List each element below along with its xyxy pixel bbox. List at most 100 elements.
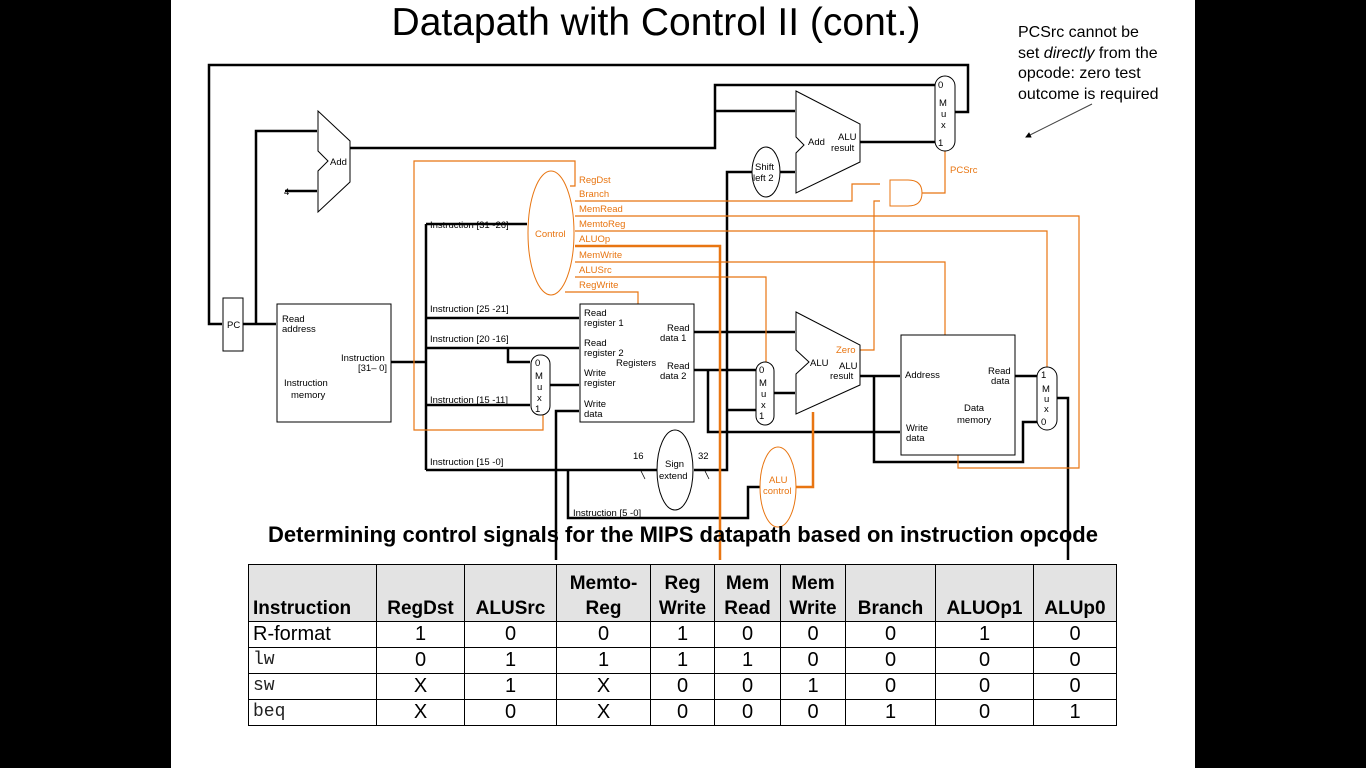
signal-value-cell: X	[376, 673, 465, 700]
svg-text:ALU: ALU	[838, 132, 857, 143]
signal-value-cell: 0	[1033, 621, 1117, 648]
constant-four: 4	[284, 187, 289, 198]
svg-text:Registers: Registers	[616, 358, 656, 369]
svg-text:MemRead: MemRead	[579, 204, 623, 215]
svg-text:M: M	[535, 371, 543, 382]
svg-text:control: control	[763, 486, 792, 497]
column-header: Branch	[845, 564, 936, 622]
svg-text:Instruction: Instruction	[341, 353, 385, 364]
branch-adder	[795, 90, 861, 194]
column-header: Memto-Reg	[556, 564, 651, 622]
instruction-cell: R-format	[248, 621, 377, 648]
svg-text:data 2: data 2	[660, 371, 686, 382]
svg-text:32: 32	[698, 451, 709, 462]
pcsrc-mux	[934, 75, 956, 152]
svg-text:ALU: ALU	[839, 361, 858, 372]
svg-text:x: x	[761, 400, 766, 411]
signal-value-cell: 0	[556, 621, 651, 648]
svg-text:Instruction [15 -11]: Instruction [15 -11]	[430, 395, 508, 406]
signal-value-cell: 1	[650, 647, 715, 674]
svg-text:1: 1	[938, 138, 943, 149]
signal-value-cell: 1	[376, 621, 465, 648]
svg-text:ALUSrc: ALUSrc	[579, 265, 612, 276]
svg-text:u: u	[761, 389, 766, 400]
signal-value-cell: 1	[464, 647, 557, 674]
shift-left-2	[751, 146, 781, 198]
svg-text:0: 0	[938, 80, 943, 91]
svg-text:x: x	[941, 120, 946, 131]
svg-text:ALU: ALU	[769, 475, 788, 486]
signal-value-cell: 0	[935, 673, 1034, 700]
signal-value-cell: 0	[714, 621, 781, 648]
control-unit	[527, 170, 575, 296]
slide-title: Datapath with Control II (cont.)	[391, 1, 921, 44]
svg-text:MemtoReg: MemtoReg	[579, 219, 625, 230]
svg-text:Add: Add	[808, 137, 825, 148]
signal-value-cell: 0	[780, 699, 846, 726]
svg-text:Instruction [20 -16]: Instruction [20 -16]	[430, 334, 509, 345]
annotation-note: PCSrc cannot be set directly from the op…	[1018, 24, 1159, 103]
svg-text:ALU: ALU	[810, 358, 829, 369]
svg-text:1: 1	[1041, 370, 1046, 381]
svg-text:Add: Add	[330, 157, 347, 168]
svg-text:Branch: Branch	[579, 189, 609, 200]
signal-value-cell: 0	[464, 699, 557, 726]
svg-text:Write: Write	[906, 423, 928, 434]
signal-value-cell: 0	[376, 647, 465, 674]
svg-text:u: u	[941, 109, 946, 120]
column-header: ALUSrc	[464, 564, 557, 622]
svg-text:M: M	[759, 378, 767, 389]
svg-text:Write: Write	[584, 368, 606, 379]
svg-text:RegWrite: RegWrite	[579, 280, 618, 291]
column-header: RegDst	[376, 564, 465, 622]
signal-value-cell: 0	[780, 647, 846, 674]
svg-text:register 1: register 1	[584, 318, 624, 329]
signal-value-cell: 0	[650, 673, 715, 700]
svg-text:address: address	[282, 324, 316, 335]
alu-control	[759, 446, 797, 528]
data-memory	[900, 334, 1016, 456]
signal-value-cell: 0	[845, 621, 936, 648]
svg-text:Read: Read	[667, 323, 690, 334]
svg-text:Read: Read	[584, 338, 607, 349]
svg-text:extend: extend	[659, 471, 688, 482]
svg-text:x: x	[537, 393, 542, 404]
regdst-mux	[530, 354, 551, 416]
signal-value-cell: X	[376, 699, 465, 726]
svg-text:16: 16	[633, 451, 644, 462]
svg-text:data: data	[584, 409, 603, 420]
svg-text:MemWrite: MemWrite	[579, 250, 622, 261]
signal-value-cell: X	[556, 673, 651, 700]
svg-text:Write: Write	[584, 399, 606, 410]
svg-text:0: 0	[535, 358, 540, 369]
signal-value-cell: 0	[714, 699, 781, 726]
svg-text:register: register	[584, 378, 616, 389]
signal-value-cell: X	[556, 699, 651, 726]
svg-text:result: result	[830, 371, 854, 382]
svg-text:u: u	[537, 382, 542, 393]
alusrc-mux	[755, 361, 775, 426]
svg-text:register 2: register 2	[584, 348, 624, 359]
control-signal-labels: RegDst Branch MemRead MemtoReg ALUOp Mem…	[579, 175, 625, 291]
signal-value-cell: 1	[714, 647, 781, 674]
control-wires	[413, 151, 1080, 560]
signal-value-cell: 0	[780, 621, 846, 648]
signal-value-cell: 1	[556, 647, 651, 674]
svg-text:memory: memory	[957, 415, 992, 426]
svg-text:[31– 0]: [31– 0]	[358, 363, 387, 374]
signal-value-cell: 1	[935, 621, 1034, 648]
signal-value-cell: 1	[1033, 699, 1117, 726]
pc-register	[222, 297, 244, 352]
signal-value-cell: 1	[780, 673, 846, 700]
signal-value-cell: 0	[1033, 673, 1117, 700]
signal-value-cell: 1	[845, 699, 936, 726]
signal-value-cell: 0	[845, 647, 936, 674]
signal-value-cell: 0	[650, 699, 715, 726]
